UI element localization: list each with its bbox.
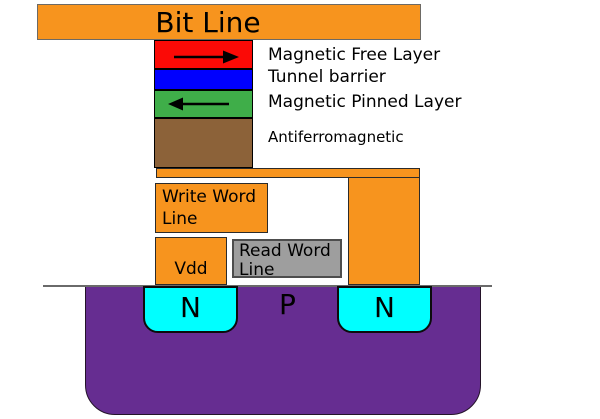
magnetic-free-layer-label: Magnetic Free Layer — [268, 45, 441, 65]
tunnel-barrier-label: Tunnel barrier — [268, 67, 386, 87]
write-word-line-box: Write Word Line — [155, 183, 268, 233]
vertical-contact-column — [348, 177, 420, 285]
antiferromagnetic-rect — [154, 118, 253, 168]
tunnel-barrier-rect — [154, 69, 253, 90]
p-substrate-label: P — [279, 288, 296, 321]
vdd-contact-box: Vdd — [155, 237, 227, 285]
read-word-line-label: Read Word Line — [239, 241, 331, 280]
horizontal-contact-bar — [156, 168, 420, 178]
n-well-right — [337, 286, 432, 333]
write-word-line-label: Write Word Line — [162, 187, 256, 229]
magnetic-pinned-layer-label: Magnetic Pinned Layer — [268, 92, 462, 112]
bit-line-label: Bit Line — [155, 6, 261, 39]
n-well-left — [143, 286, 238, 333]
antiferromagnetic-label: Antiferromagnetic — [268, 128, 404, 146]
read-word-line-box: Read Word Line — [232, 239, 342, 280]
arrow-left-icon — [168, 97, 229, 111]
magnetic-pinned-layer-rect — [154, 90, 253, 118]
vdd-label: Vdd — [174, 259, 208, 279]
n-well-left-label: N — [180, 291, 201, 324]
substrate-surface-line — [43, 285, 492, 287]
arrow-right-icon — [174, 50, 239, 64]
n-well-right-label: N — [374, 291, 395, 324]
bit-line-bar: Bit Line — [37, 4, 421, 40]
magnetic-free-layer-rect — [154, 40, 253, 69]
